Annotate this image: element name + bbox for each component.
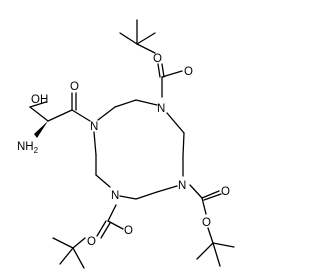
right-boc-ester-oxygen: O (202, 217, 211, 229)
wedge-bond (34, 121, 48, 138)
ring-nitrogen-right: N (178, 180, 186, 192)
hydroxyl-label: OH (31, 94, 48, 106)
left-boc-ester-oxygen: O (87, 236, 96, 248)
ring-nitrogen-left: N (90, 121, 98, 133)
amine-label-main: NH (17, 141, 34, 153)
atom-labels: OH NH2 O N N N N O O O O O O (17, 53, 230, 248)
right-boc-carbonyl-oxygen: O (221, 186, 230, 198)
carbonyl-oxygen-label: O (70, 81, 79, 93)
amine-label-subscript: 2 (34, 146, 39, 155)
bond-lines (29, 19, 235, 269)
top-boc-ester-oxygen: O (153, 53, 162, 65)
top-boc-carbonyl-oxygen: O (184, 66, 193, 78)
amine-label: NH2 (17, 141, 39, 155)
ring-nitrogen-top: N (157, 103, 165, 115)
ring-nitrogen-bottom: N (111, 190, 119, 202)
molecule-structure: OH NH2 O N N N N O O O O O O (17, 19, 235, 269)
left-boc-carbonyl-oxygen: O (124, 225, 133, 237)
